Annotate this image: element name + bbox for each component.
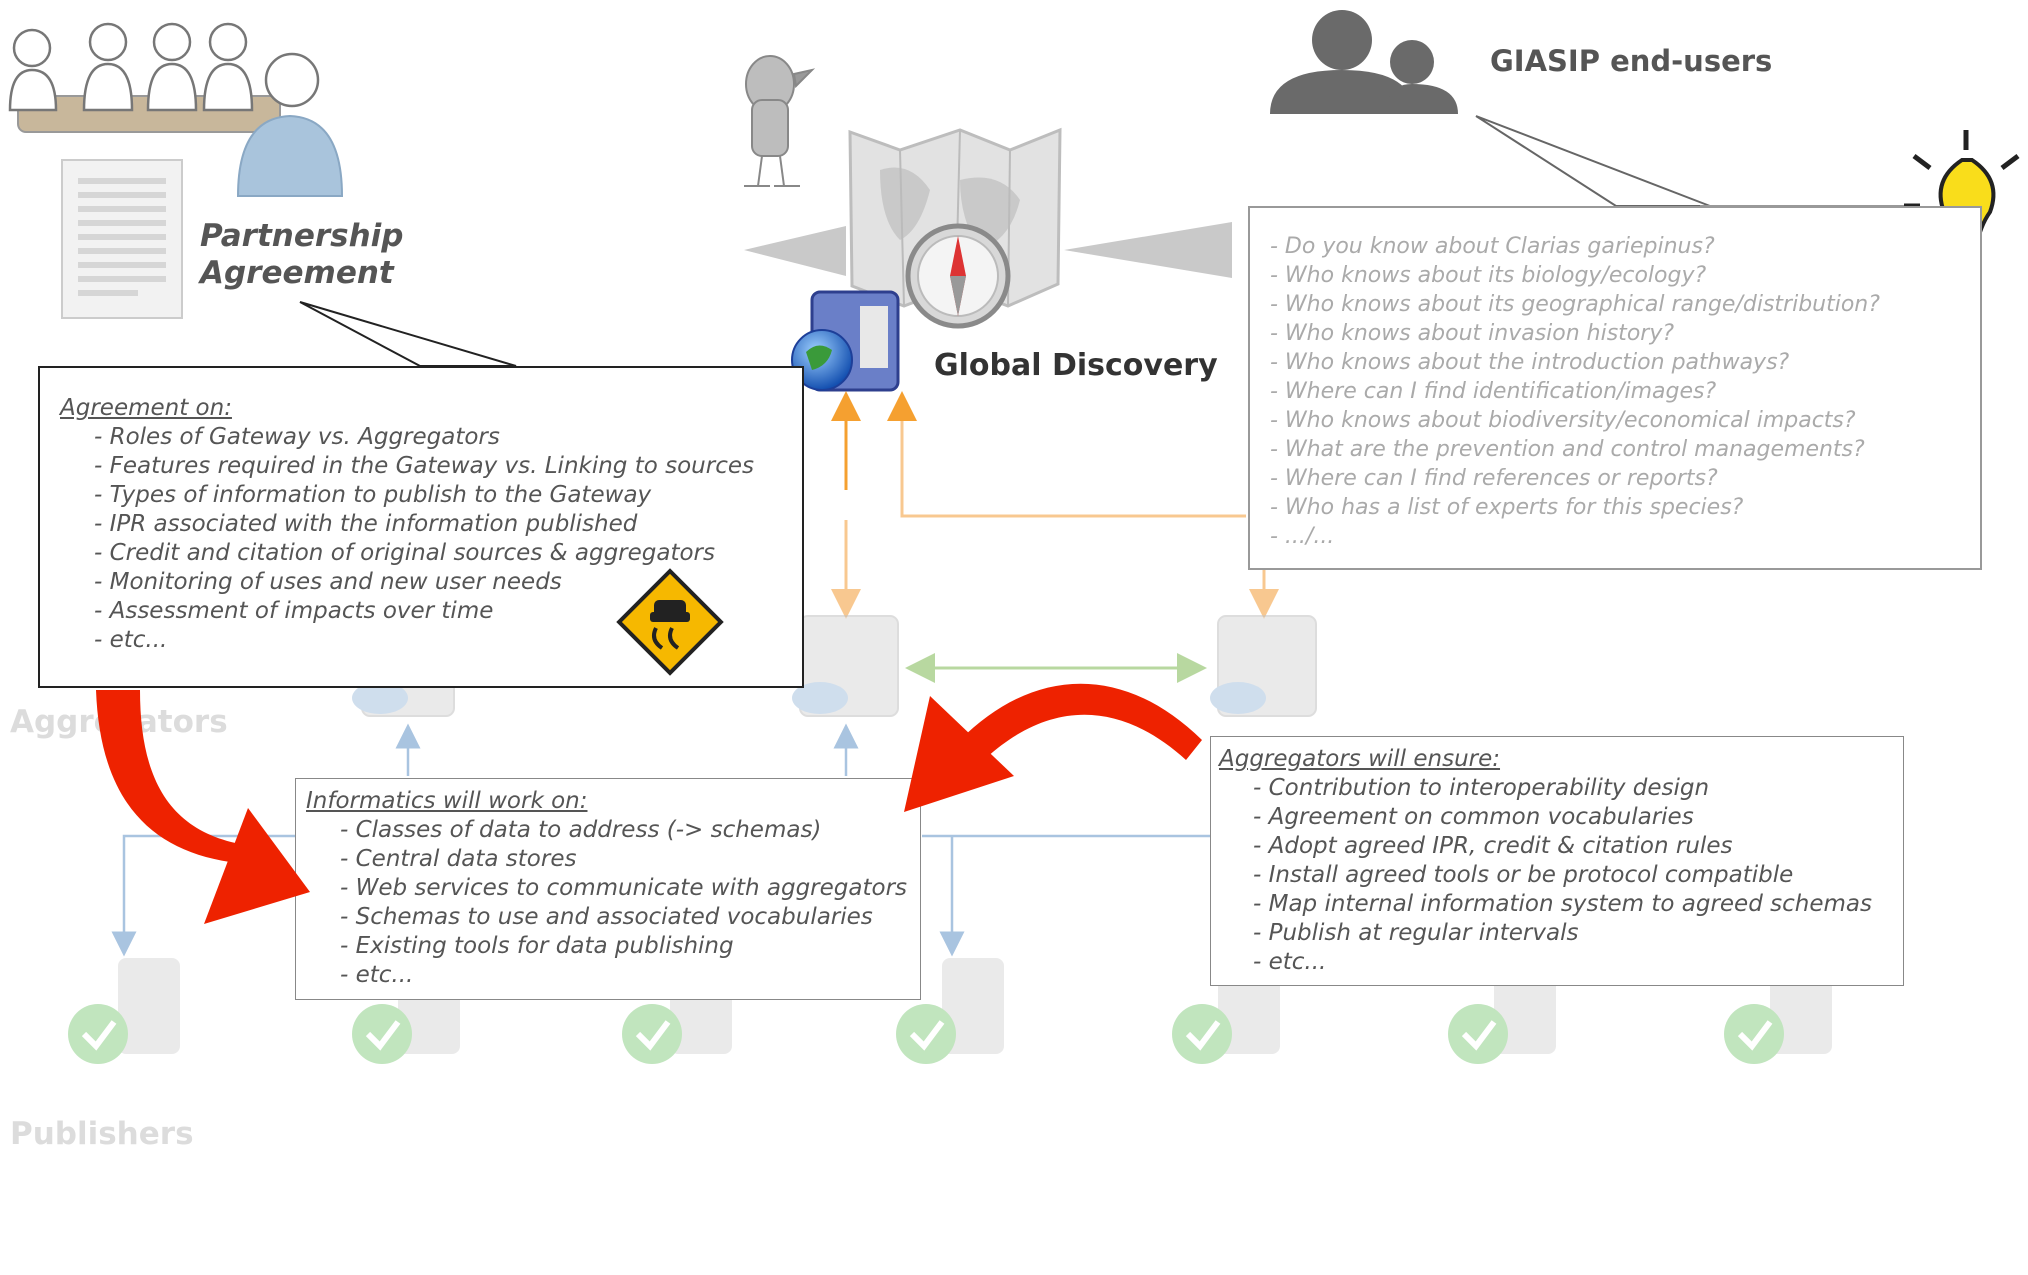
- slippery-road-warning-icon: [616, 568, 724, 676]
- informatics-item: - Schemas to use and associated vocabula…: [340, 904, 873, 930]
- question-item: - .../...: [1270, 524, 1335, 549]
- informatics-item: - Existing tools for data publishing: [340, 933, 734, 959]
- question-item: - Who knows about invasion history?: [1270, 321, 1675, 346]
- informatics-item: - etc...: [340, 962, 414, 988]
- question-item: - Who knows about biodiversity/economica…: [1270, 408, 1856, 433]
- question-item: - Where can I find references or reports…: [1270, 466, 1718, 491]
- aggregators-ensure-item: - Contribution to interoperability desig…: [1253, 775, 1710, 801]
- meeting-icon: [8, 22, 344, 197]
- informatics-list: - Classes of data to address (-> schemas…: [306, 816, 920, 990]
- aggregators-ensure-item: - etc...: [1253, 949, 1327, 975]
- agreement-item: - Features required in the Gateway vs. L…: [94, 453, 754, 479]
- agreement-item: - Types of information to publish to the…: [94, 482, 652, 508]
- aggregators-ensure-item: - Agreement on common vocabularies: [1253, 804, 1694, 830]
- aggregators-ensure-item: - Install agreed tools or be protocol co…: [1253, 862, 1794, 888]
- informatics-item: - Classes of data to address (-> schemas…: [340, 817, 822, 843]
- informatics-item: - Central data stores: [340, 846, 577, 872]
- end-users-icon: [1270, 10, 1458, 114]
- figure-icon: [744, 55, 816, 187]
- agreement-box-title: Agreement on:: [60, 395, 232, 421]
- question-item: - What are the prevention and control ma…: [1270, 437, 1865, 462]
- agreement-item: - Credit and citation of original source…: [94, 540, 715, 566]
- agreement-item: - IPR associated with the information pu…: [94, 511, 638, 537]
- question-item: - Who knows about its geographical range…: [1270, 292, 1880, 317]
- informatics-box: Informatics will work on: - Classes of d…: [295, 778, 921, 1000]
- end-users-label: GIASIP end-users: [1490, 44, 1773, 78]
- publisher-server-1: [68, 958, 180, 1064]
- question-item: - Who has a list of experts for this spe…: [1270, 495, 1744, 520]
- compass-icon: [905, 223, 1011, 329]
- question-item: - Where can I find identification/images…: [1270, 379, 1717, 404]
- questions-list: - Do you know about Clarias gariepinus? -…: [1270, 232, 1980, 551]
- publishers-label: Publishers: [10, 1116, 194, 1152]
- aggregators-ensure-item: - Map internal information system to agr…: [1253, 891, 1872, 917]
- aggregators-box-title: Aggregators will ensure:: [1219, 746, 1501, 772]
- question-item: - Who knows about the introduction pathw…: [1270, 350, 1790, 375]
- partnership-label-line1: Partnership: [200, 218, 404, 254]
- agreement-item: - Roles of Gateway vs. Aggregators: [94, 424, 500, 450]
- gateway-server-icon: [791, 290, 900, 392]
- aggregators-ensure-box: Aggregators will ensure: - Contribution …: [1210, 736, 1904, 986]
- informatics-item: - Web services to communicate with aggre…: [340, 875, 908, 901]
- question-item: - Who knows about its biology/ecology?: [1270, 263, 1707, 288]
- agreement-item: - Assessment of impacts over time: [94, 598, 494, 624]
- partnership-agreement-label: Partnership Agreement: [200, 218, 403, 292]
- informatics-box-title: Informatics will work on:: [306, 788, 588, 814]
- aggregator-server-3: [1210, 615, 1317, 717]
- aggregators-ensure-item: - Adopt agreed IPR, credit & citation ru…: [1253, 833, 1733, 859]
- signal-waves: [744, 222, 1232, 278]
- agreement-item: - etc...: [94, 627, 168, 653]
- publisher-server-4: [896, 958, 1004, 1064]
- partnership-label-line2: Agreement: [200, 255, 394, 291]
- global-discovery-label: Global Discovery: [934, 348, 1218, 383]
- agreement-list: - Roles of Gateway vs. Aggregators - Feat…: [60, 423, 802, 655]
- question-item: - Do you know about Clarias gariepinus?: [1270, 234, 1715, 259]
- aggregators-list: - Contribution to interoperability desig…: [1219, 774, 1903, 977]
- aggregators-label: Aggregators: [10, 704, 228, 740]
- document-icon: [61, 159, 183, 319]
- questions-callout-pointer: [1475, 115, 1711, 207]
- agreement-item: - Monitoring of uses and new user needs: [94, 569, 562, 595]
- aggregator-server-2: [792, 615, 899, 717]
- agreement-callout-pointer: [299, 301, 517, 367]
- questions-box: - Do you know about Clarias gariepinus? -…: [1248, 206, 1982, 570]
- aggregators-ensure-item: - Publish at regular intervals: [1253, 920, 1579, 946]
